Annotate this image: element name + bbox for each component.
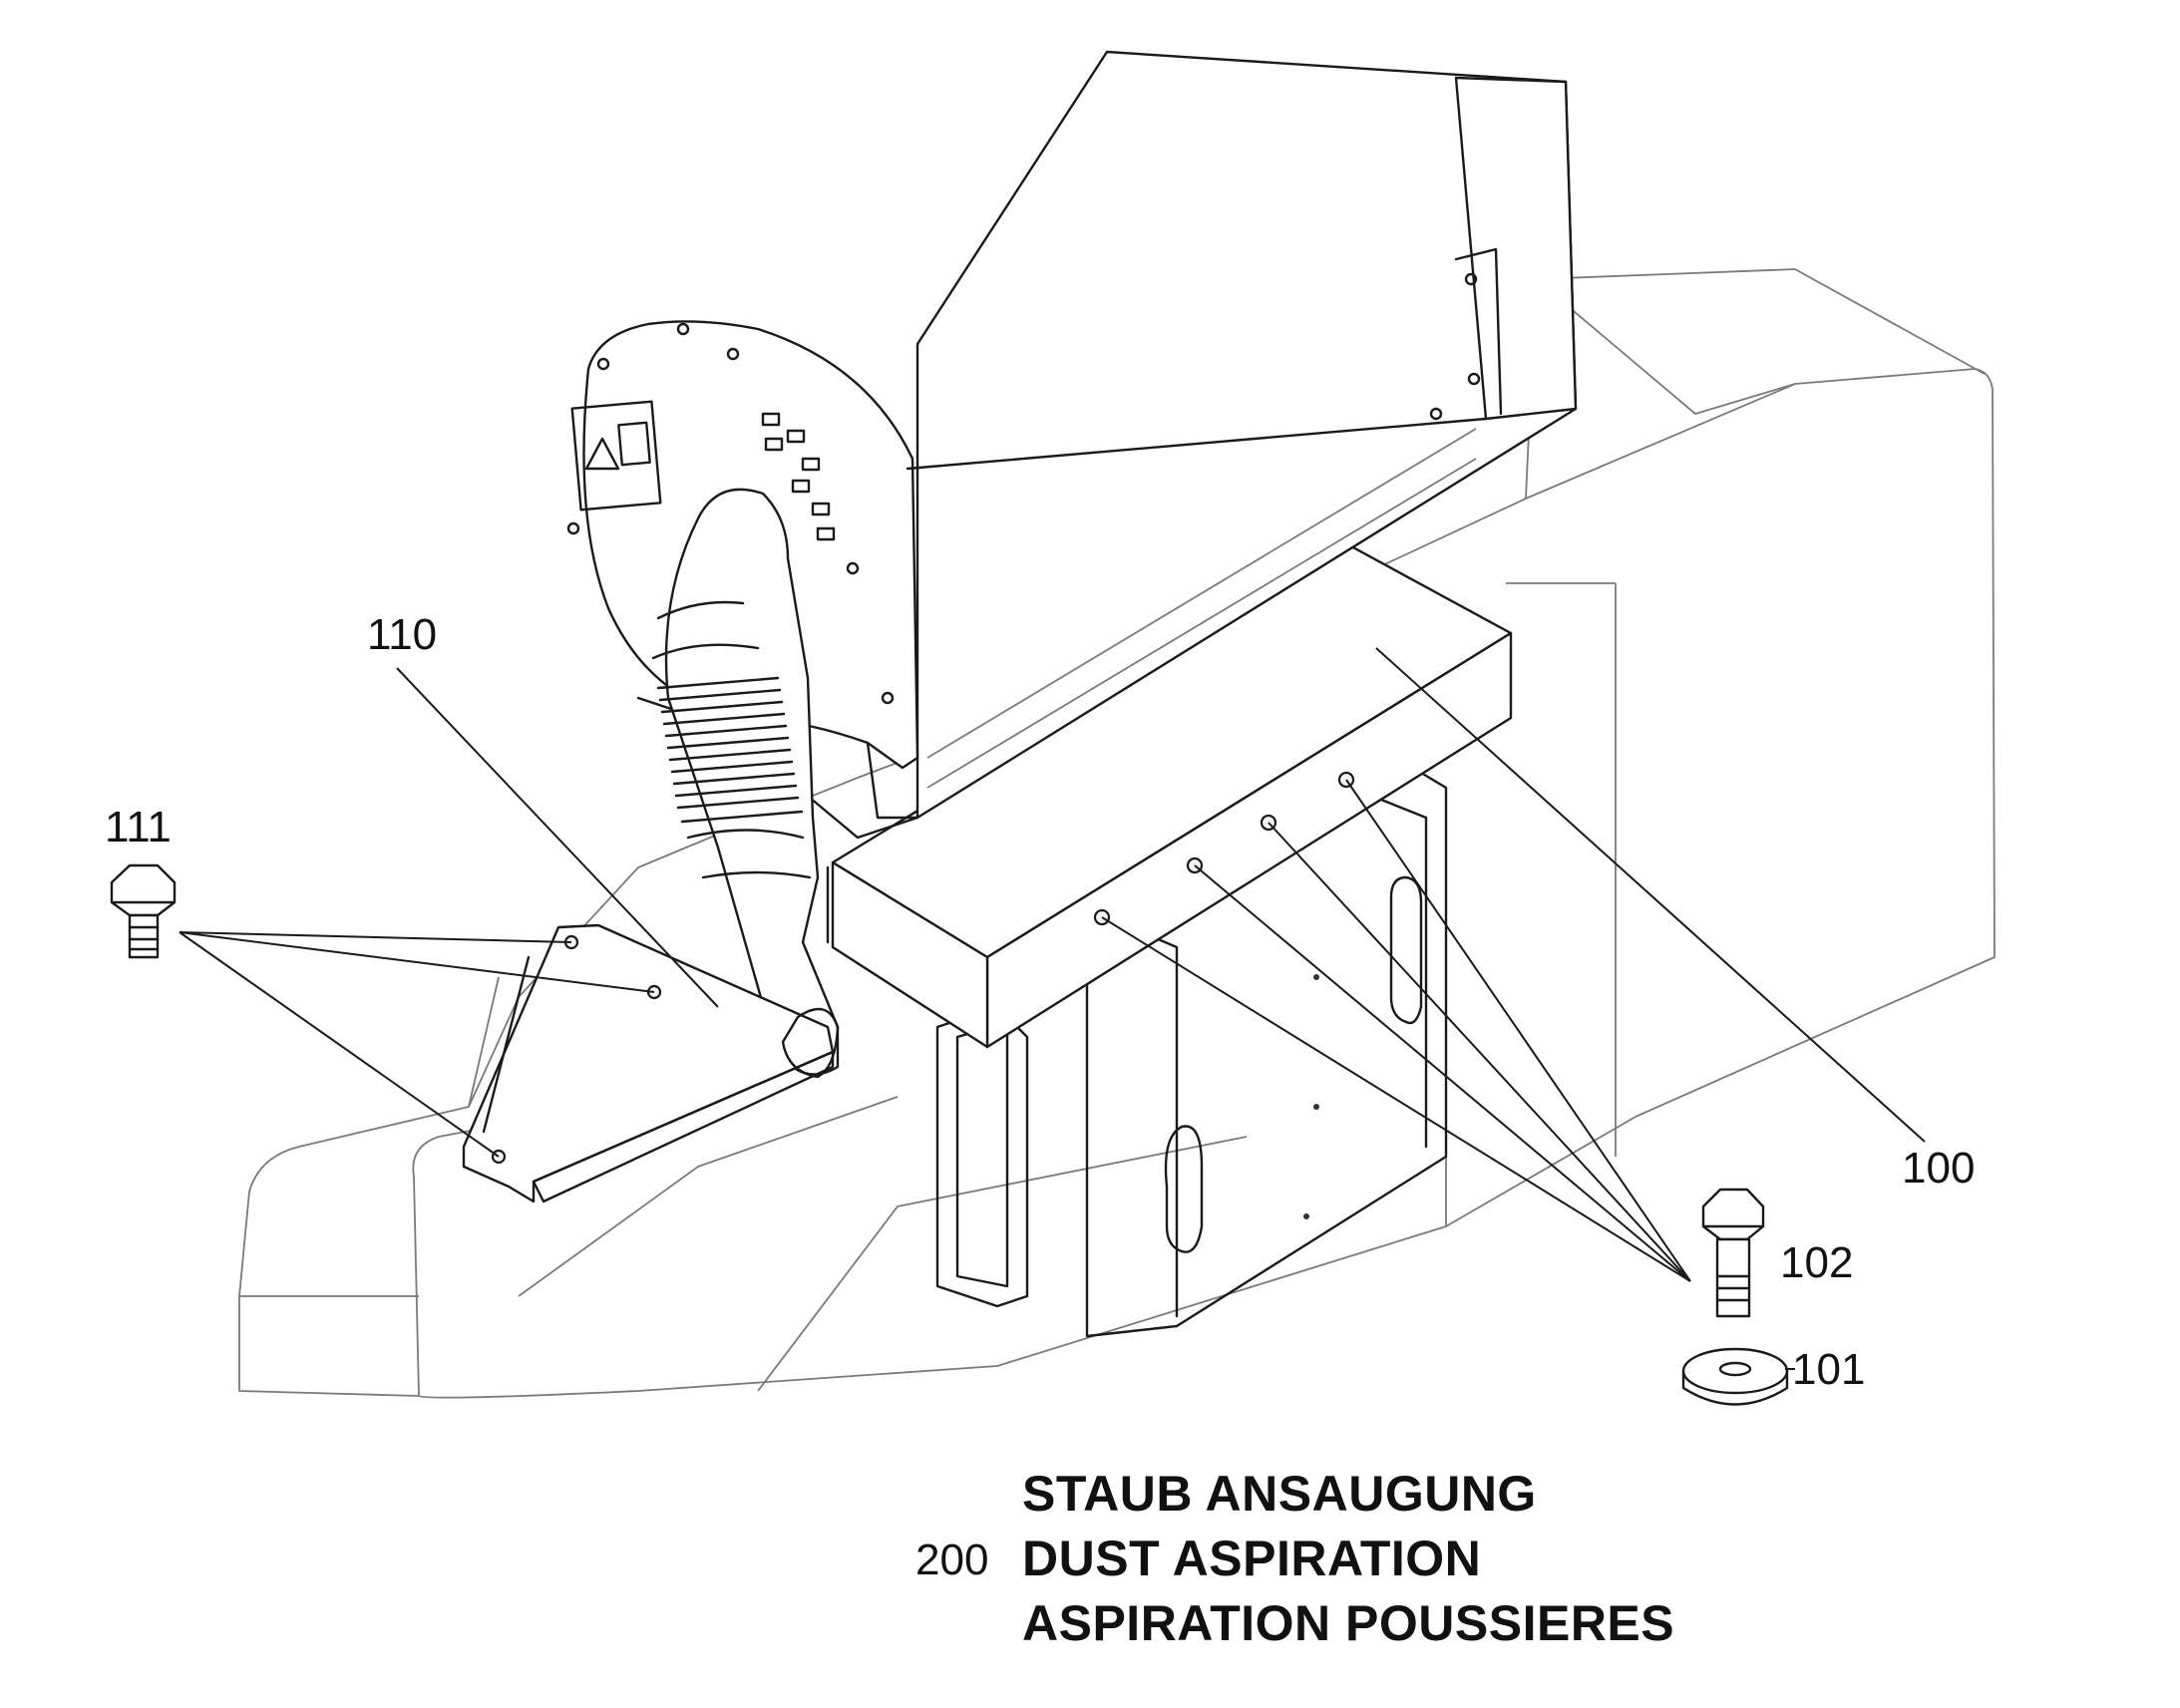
cover-plate — [462, 923, 840, 1203]
callout-101: 101 — [1792, 1345, 1866, 1394]
hose-corrugations — [656, 676, 804, 824]
duct-box — [826, 544, 1513, 1049]
callout-100: 100 — [1902, 1144, 1976, 1193]
title-french: ASPIRATION POUSSIERES — [1022, 1595, 1675, 1651]
bolt-111 — [110, 863, 177, 959]
callout-102: 102 — [1780, 1238, 1854, 1287]
bolt-102 — [1701, 1188, 1765, 1318]
title-german: STAUB ANSAUGUNG — [1022, 1466, 1537, 1522]
flexible-hose — [651, 488, 840, 1076]
title-english: DUST ASPIRATION — [1022, 1531, 1482, 1586]
figure-number: 200 — [915, 1536, 989, 1584]
callout-110: 110 — [367, 610, 438, 659]
leader-lines — [179, 647, 1926, 1370]
callout-111: 111 — [105, 803, 172, 852]
washer-101 — [1681, 1347, 1789, 1406]
